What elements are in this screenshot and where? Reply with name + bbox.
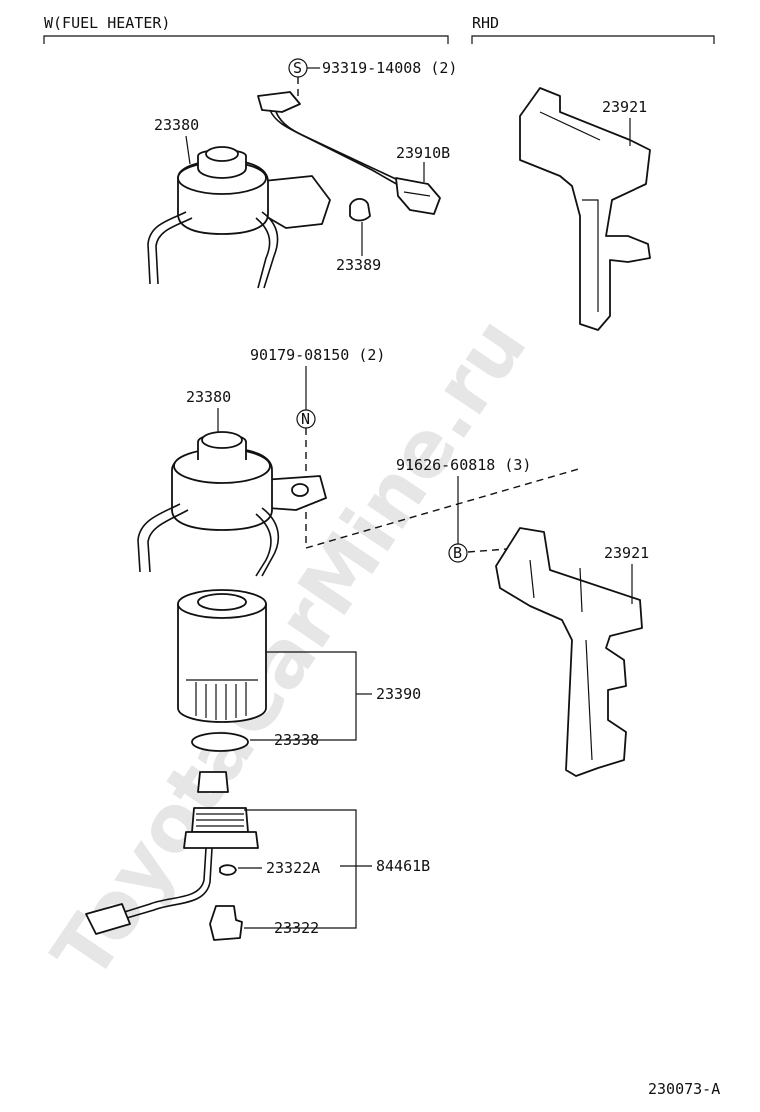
label-23921-mid: 23921	[604, 544, 649, 562]
header-left-bracket	[43, 35, 449, 44]
harness-23910b	[257, 91, 441, 215]
label-23338: 23338	[274, 731, 319, 749]
label-23910b: 23910B	[396, 144, 450, 162]
bracket-top-23921	[519, 87, 651, 331]
marker-n-letter: N	[301, 410, 310, 428]
marker-b-letter: B	[453, 544, 462, 562]
dash-to-bracket-end	[467, 547, 521, 553]
header-right-label: RHD	[472, 14, 499, 32]
o-ring-23338	[191, 732, 249, 752]
label-23322: 23322	[274, 919, 319, 937]
header-right-bracket	[471, 35, 715, 44]
filter-head-mid-23380	[137, 431, 327, 577]
filter-head-top-23380	[147, 146, 331, 289]
label-23389: 23389	[336, 256, 381, 274]
leader-23380-top	[185, 135, 191, 165]
label-93319: 93319-14008 (2)	[322, 59, 457, 77]
bracket-line-84461b	[244, 809, 357, 929]
filter-cartridge-23390	[177, 589, 267, 723]
bracket-line-23390	[250, 651, 357, 741]
header-left-label: W(FUEL HEATER)	[44, 14, 170, 32]
label-23380-top: 23380	[154, 116, 199, 134]
bracket-mid-23921	[495, 527, 643, 777]
label-84461b: 84461B	[376, 857, 430, 875]
label-23380-mid: 23380	[186, 388, 231, 406]
label-91626: 91626-60818 (3)	[396, 456, 531, 474]
label-23322a: 23322A	[266, 859, 320, 877]
label-90179: 90179-08150 (2)	[250, 346, 385, 364]
label-23390: 23390	[376, 685, 421, 703]
marker-s-letter: S	[293, 59, 302, 77]
clamp-23389	[349, 198, 371, 222]
sensor-assy-84461b	[85, 771, 259, 941]
label-23921-top: 23921	[602, 98, 647, 116]
marker-b-circle	[448, 543, 468, 563]
watermark-text: ToyotaCarMine.ru	[36, 302, 544, 995]
figure-id: 230073-A	[648, 1080, 720, 1098]
